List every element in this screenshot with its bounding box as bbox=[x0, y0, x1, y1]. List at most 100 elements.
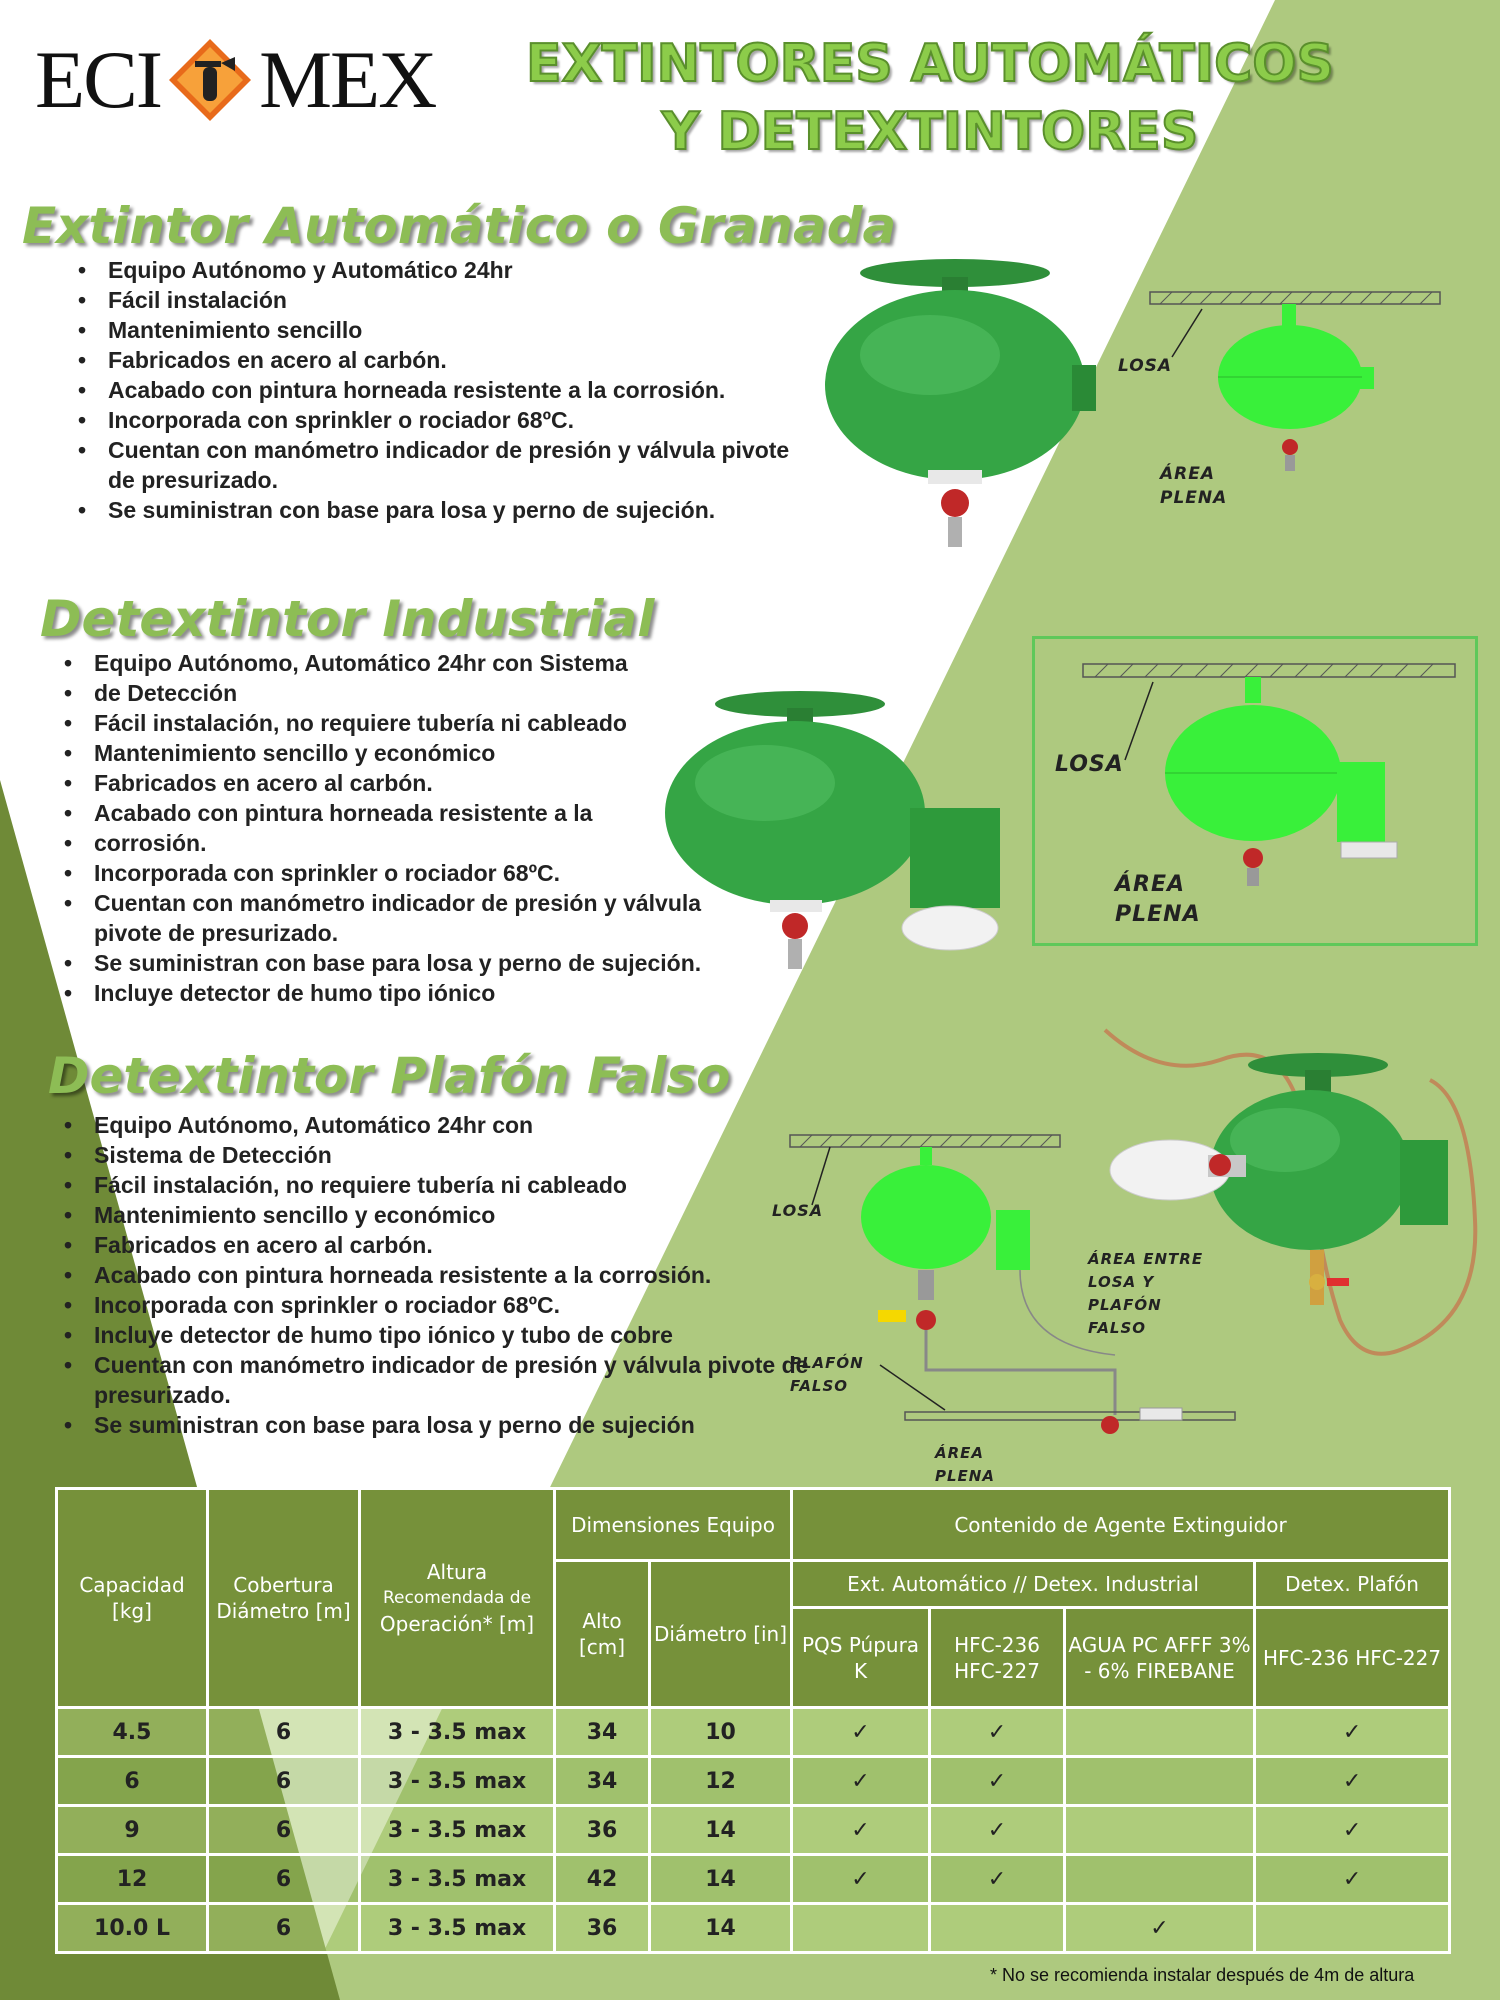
table-cell: 14 bbox=[647, 1902, 794, 1954]
industrial-diagram bbox=[1082, 663, 1456, 886]
list-item: Mantenimiento sencillo y económico bbox=[56, 738, 796, 768]
area-plena-label-1: ÁREA PLENA bbox=[1160, 464, 1228, 508]
table-cell: 4.5 bbox=[55, 1706, 209, 1758]
check-icon: ✓ bbox=[928, 1755, 1067, 1807]
list-item: Mantenimiento sencillo y económico bbox=[56, 1200, 796, 1230]
table-cell: 10.0 L bbox=[55, 1902, 209, 1954]
list-item: Fabricados en acero al carbón. bbox=[70, 345, 810, 375]
industrial-diagram-frame bbox=[1032, 636, 1478, 946]
table-row: 10.0 L 6 3 - 3.5 max 36 14 ✓ bbox=[55, 1902, 1452, 1954]
list-item: Incorporada con sprinkler o rociador 68º… bbox=[70, 405, 810, 435]
plafon-detextintor-image bbox=[1103, 1028, 1478, 1356]
list-item: Fácil instalación, no requiere tubería n… bbox=[56, 1170, 796, 1200]
granada-extinguisher-image bbox=[825, 259, 1096, 547]
table-cell: 3 - 3.5 max bbox=[358, 1853, 556, 1905]
table-cell: 6 bbox=[55, 1755, 209, 1807]
list-item: Se suministran con base para losa y pern… bbox=[56, 948, 796, 978]
table-cell: 10 bbox=[647, 1706, 794, 1758]
check-icon: ✓ bbox=[790, 1755, 932, 1807]
list-item: Mantenimiento sencillo bbox=[70, 315, 810, 345]
table-cell: 9 bbox=[55, 1804, 209, 1856]
list-item: Acabado con pintura horneada resistente … bbox=[70, 375, 810, 405]
list-item: Acabado con pintura horneada resistente … bbox=[56, 1260, 796, 1290]
header-dimensiones: Dimensiones Equipo bbox=[552, 1487, 794, 1562]
list-item: Acabado con pintura horneada resistente … bbox=[56, 798, 796, 828]
table-cell: 6 bbox=[206, 1902, 361, 1954]
section-title-granada: Extintor Automático o Granada bbox=[22, 197, 897, 255]
area-entre-label: ÁREA ENTRE LOSA Y PLAFÓN FALSO bbox=[1088, 1250, 1204, 1337]
header-plafon-group: Detex. Plafón bbox=[1253, 1559, 1452, 1609]
table-cell: 12 bbox=[647, 1755, 794, 1807]
header-altura-sub: Recomendada de bbox=[382, 1588, 532, 1608]
table-cell bbox=[790, 1902, 932, 1954]
table-cell bbox=[928, 1902, 1067, 1954]
plafon-falso-label: PLAFÓN FALSO bbox=[790, 1354, 864, 1395]
table-cell bbox=[1253, 1902, 1452, 1954]
check-icon: ✓ bbox=[790, 1706, 932, 1758]
title-line-2: Y DETEXTINTORES bbox=[661, 101, 1200, 163]
table-cell: 34 bbox=[553, 1755, 651, 1807]
check-icon: ✓ bbox=[790, 1853, 932, 1905]
check-icon: ✓ bbox=[928, 1706, 1067, 1758]
page-title: EXTINTORES AUTOMÁTICOS Y DETEXTINTORES bbox=[480, 30, 1380, 166]
granada-diagram bbox=[1149, 291, 1441, 471]
check-icon: ✓ bbox=[928, 1804, 1067, 1856]
list-item: Cuentan con manómetro indicador de presi… bbox=[56, 1350, 814, 1410]
specifications-table: Capacidad [kg] Cobertura Diámetro [m] Al… bbox=[55, 1487, 1452, 1954]
check-icon: ✓ bbox=[1253, 1853, 1452, 1905]
list-item: Equipo Autónomo, Automático 24hr con Sis… bbox=[56, 648, 796, 678]
fire-extinguisher-diamond-icon bbox=[169, 39, 252, 121]
table-row: 6 6 3 - 3.5 max 34 12 ✓ ✓ ✓ bbox=[55, 1755, 1452, 1807]
table-row: 12 6 3 - 3.5 max 42 14 ✓ ✓ ✓ bbox=[55, 1853, 1452, 1905]
brand-logo: ECI MEX bbox=[35, 25, 445, 135]
list-item: corrosión. bbox=[56, 828, 796, 858]
list-item: Sistema de Detección bbox=[56, 1140, 796, 1170]
header-altura: Altura Recomendada de Operación* [m] bbox=[358, 1487, 556, 1709]
header-altura-main: Altura bbox=[426, 1560, 488, 1584]
header-ext-group: Ext. Automático // Detex. Industrial bbox=[790, 1559, 1257, 1609]
plafon-diagram bbox=[789, 1134, 1236, 1434]
list-item: de Detección bbox=[56, 678, 796, 708]
table-cell: 3 - 3.5 max bbox=[358, 1804, 556, 1856]
losa-label-3: LOSA bbox=[772, 1201, 824, 1220]
table-cell: 3 - 3.5 max bbox=[358, 1706, 556, 1758]
list-item: Equipo Autónomo, Automático 24hr con bbox=[56, 1110, 796, 1140]
check-icon: ✓ bbox=[1253, 1804, 1452, 1856]
losa-label-2: LOSA bbox=[1055, 752, 1124, 777]
list-item: Incluye detector de humo tipo iónico y t… bbox=[56, 1320, 796, 1350]
brand-left: ECI bbox=[35, 34, 163, 125]
table-row: 9 6 3 - 3.5 max 36 14 ✓ ✓ ✓ bbox=[55, 1804, 1452, 1856]
check-icon: ✓ bbox=[790, 1804, 932, 1856]
table-row: 4.5 6 3 - 3.5 max 34 10 ✓ ✓ ✓ bbox=[55, 1706, 1452, 1758]
table-cell: 14 bbox=[647, 1853, 794, 1905]
check-icon: ✓ bbox=[928, 1853, 1067, 1905]
header-hfc: HFC-236 HFC-227 bbox=[928, 1606, 1067, 1709]
check-icon: ✓ bbox=[1253, 1755, 1452, 1807]
area-plena-label-3: ÁREA PLENA bbox=[935, 1444, 995, 1485]
header-diametro: Diámetro [in] bbox=[647, 1559, 794, 1709]
table-cell: 42 bbox=[553, 1853, 651, 1905]
table-cell: 14 bbox=[647, 1804, 794, 1856]
header-plafon-hfc: HFC-236 HFC-227 bbox=[1253, 1606, 1452, 1709]
list-item: Se suministran con base para losa y pern… bbox=[56, 1410, 796, 1440]
list-item: Se suministran con base para losa y pern… bbox=[70, 495, 810, 525]
table-cell: 3 - 3.5 max bbox=[358, 1902, 556, 1954]
table-cell: 6 bbox=[206, 1804, 361, 1856]
table-cell: 6 bbox=[206, 1853, 361, 1905]
list-item: Incluye detector de humo tipo iónico bbox=[56, 978, 796, 1008]
header-alto: Alto [cm] bbox=[553, 1559, 651, 1709]
table-cell: 12 bbox=[55, 1853, 209, 1905]
table-cell: 6 bbox=[206, 1706, 361, 1758]
table-cell: 34 bbox=[553, 1706, 651, 1758]
section-title-industrial: Detextintor Industrial bbox=[40, 590, 655, 648]
losa-label-1: LOSA bbox=[1118, 356, 1173, 376]
table-cell bbox=[1063, 1706, 1257, 1758]
header-cobertura: Cobertura Diámetro [m] bbox=[206, 1487, 361, 1709]
header-capacidad: Capacidad [kg] bbox=[55, 1487, 209, 1709]
bullet-list-granada: Equipo Autónomo y Automático 24hr Fácil … bbox=[70, 255, 810, 525]
table-cell: 6 bbox=[206, 1755, 361, 1807]
list-item: Equipo Autónomo y Automático 24hr bbox=[70, 255, 810, 285]
list-item: Fácil instalación, no requiere tubería n… bbox=[56, 708, 796, 738]
area-plena-label-2: ÁREA PLENA bbox=[1115, 872, 1201, 927]
section-title-plafon: Detextintor Plafón Falso bbox=[48, 1047, 731, 1105]
